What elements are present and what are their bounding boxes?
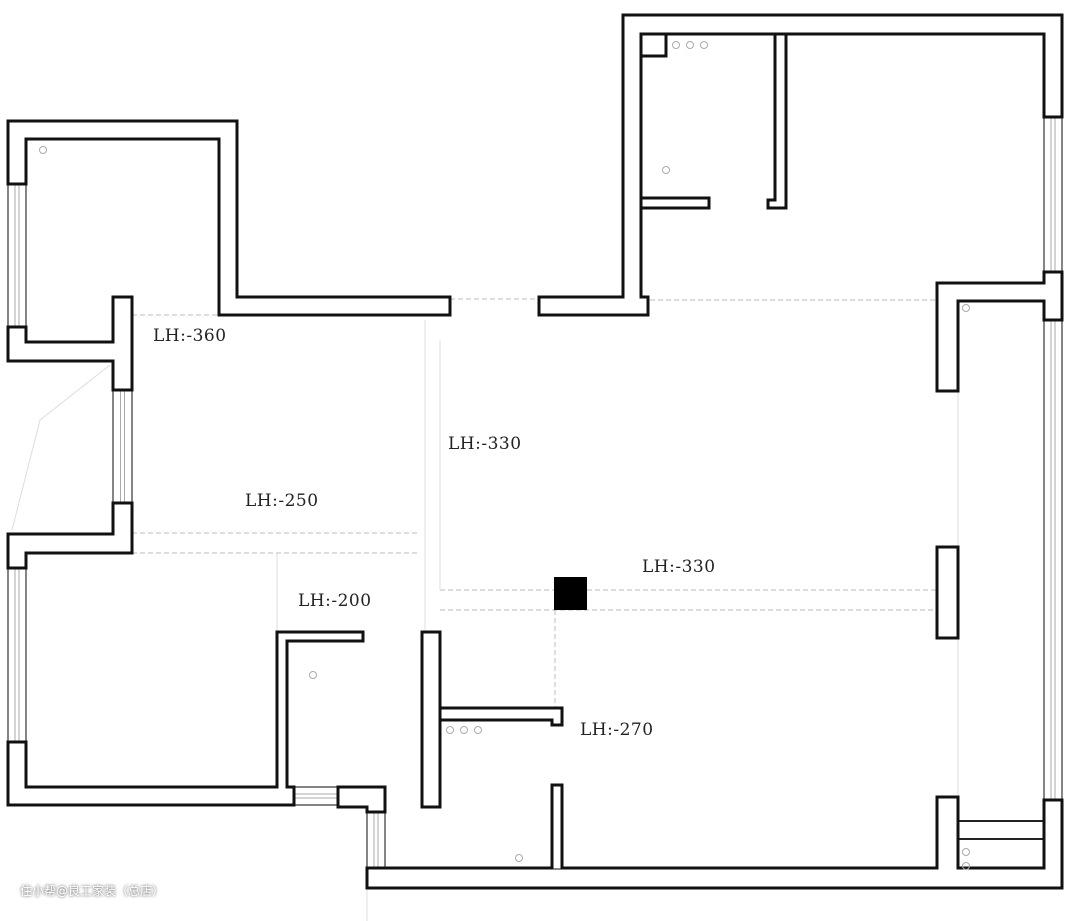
wall-segment xyxy=(639,32,668,58)
fixture-point xyxy=(662,166,670,174)
wall-fill-segment xyxy=(642,298,647,314)
walls xyxy=(6,13,1064,890)
fixture-point xyxy=(309,671,317,679)
wall-fill-segment xyxy=(938,284,1061,300)
fixture-point xyxy=(700,41,708,49)
fixtures xyxy=(39,41,970,870)
wall-fill-segment xyxy=(368,869,1061,887)
wall-segment xyxy=(6,119,28,186)
fixture-point xyxy=(962,862,970,870)
wall-fill-segment xyxy=(553,786,561,869)
shelf xyxy=(957,820,1045,840)
watermark: 住小帮@良工家装（总店） xyxy=(20,884,165,898)
wall-fill-segment xyxy=(938,798,957,887)
wall-fill-segment xyxy=(1045,16,1061,116)
window xyxy=(293,786,339,806)
wall-segment xyxy=(1042,798,1064,890)
ceiling-height-label-6: LH:-270 xyxy=(580,720,654,740)
fixture-point xyxy=(672,41,680,49)
wall-fill-segment xyxy=(278,633,362,640)
wall-fill-segment xyxy=(769,201,785,207)
wall-fill-segment xyxy=(9,535,131,552)
window xyxy=(7,183,27,328)
fixture-point xyxy=(460,726,468,734)
wall-fill-segment xyxy=(776,35,785,207)
wall-segment xyxy=(275,630,365,643)
wall-fill-segment xyxy=(423,633,439,639)
wall-fill-segment xyxy=(642,35,665,55)
wall-fill-segment xyxy=(540,298,647,314)
window xyxy=(366,811,386,869)
wall-fill-segment xyxy=(278,633,286,804)
wall-fill-segment xyxy=(553,709,561,724)
wall-fill-segment xyxy=(9,122,25,183)
window xyxy=(7,567,27,743)
wall-fill xyxy=(9,16,1061,887)
ceiling-height-label-4: LH:-200 xyxy=(298,591,372,611)
wall-fill-segment xyxy=(938,284,957,390)
wall-fill-segment xyxy=(431,641,439,679)
wall-fill-segment xyxy=(624,16,1061,33)
wall-segment xyxy=(639,196,711,210)
wall-segment xyxy=(935,545,960,640)
wall-fill-segment xyxy=(9,122,236,138)
fixture-point xyxy=(962,848,970,856)
wall-fill-segment xyxy=(368,788,384,811)
wall-fill-segment xyxy=(642,199,708,207)
fixture-point xyxy=(39,146,47,154)
wall-fill-segment xyxy=(9,788,293,804)
wall-fill-segment xyxy=(220,298,449,314)
structural-column xyxy=(554,577,587,610)
wall-fill-segment xyxy=(9,343,131,360)
wall-fill-segment xyxy=(441,709,559,719)
wall-fill-segment xyxy=(1045,801,1061,887)
ceiling-height-label-2: LH:-330 xyxy=(448,434,522,454)
wall-fill-segment xyxy=(9,535,25,567)
window xyxy=(1043,116,1063,273)
fixture-point xyxy=(446,726,454,734)
door-swing xyxy=(11,364,111,531)
wall-segment xyxy=(217,295,452,317)
wall-fill-segment xyxy=(220,122,236,314)
fixture-point xyxy=(474,726,482,734)
fixture-point xyxy=(515,854,523,862)
wall-segment xyxy=(935,795,960,890)
window xyxy=(112,389,133,504)
fixture-point xyxy=(962,304,970,312)
wall-segment xyxy=(935,281,960,393)
wall-segment xyxy=(6,785,296,807)
fixture-point xyxy=(686,41,694,49)
window xyxy=(1043,319,1063,801)
wall-fill-segment xyxy=(624,16,640,314)
guide-lines xyxy=(11,298,959,921)
ceiling-height-label-1: LH:-360 xyxy=(153,326,227,346)
ceiling-height-label-5: LH:-330 xyxy=(642,557,716,577)
wall-fill-segment xyxy=(938,548,957,637)
wall-fill-segment xyxy=(114,298,131,389)
wall-segment xyxy=(1042,13,1064,119)
ceiling-height-label-3: LH:-250 xyxy=(245,491,319,511)
windows xyxy=(7,116,1063,869)
